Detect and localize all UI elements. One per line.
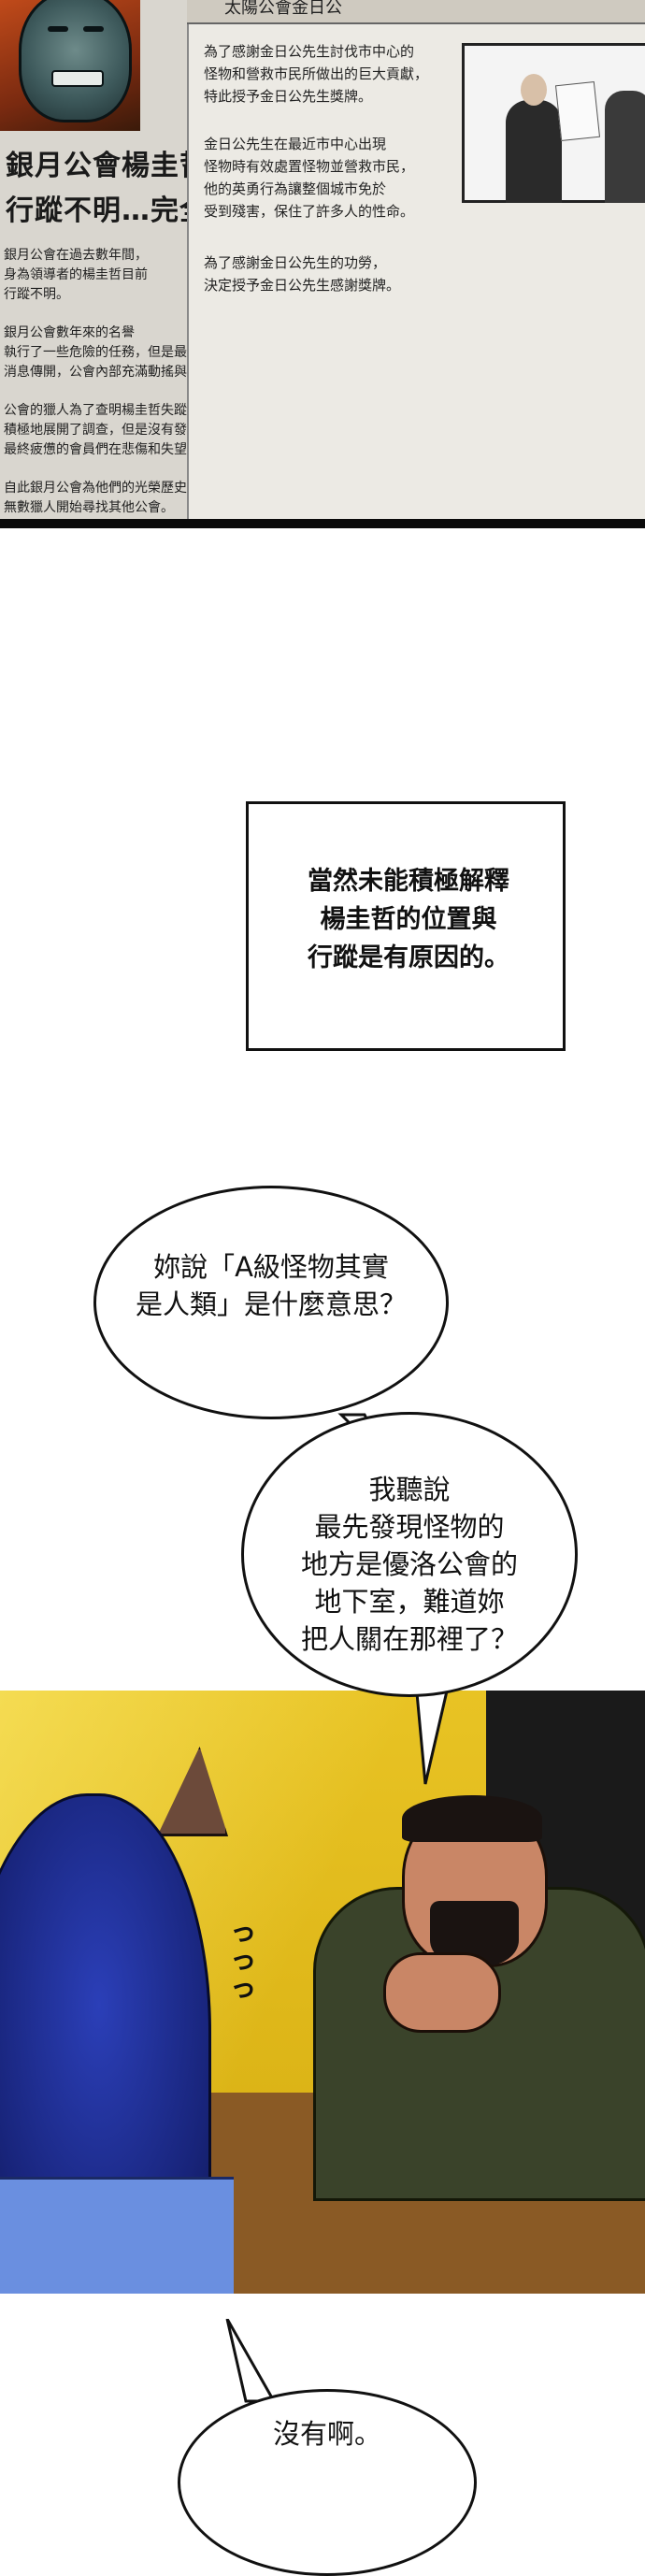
award-photo [462,43,645,203]
newspaper-right-line: 怪物時有效處置怪物並營救市民， [204,158,415,175]
speech-line: 地方是優洛公會的 [300,1548,518,1580]
interrogation-scene-panel: っっっ [0,1691,645,2294]
speech-text: 妳說「A級怪物其實 是人類」是什麼意思？ [96,1248,446,1323]
newspaper-right-line: 金日公先生在最近市中心出現 [204,136,387,152]
newspaper-right-line: 特此授予金日公先生獎牌。 [204,88,373,105]
speech-bubble: 我聽說 最先發現怪物的 地方是優洛公會的 地下室，難道妳 把人關在那裡了？ [241,1412,578,1697]
newspaper-text-line: 消息傳開，公會內部充滿動搖與不安。 [4,365,226,380]
speech-bubble: 妳說「A級怪物其實 是人類」是什麼意思？ [93,1186,449,1419]
portrait-mouth [51,70,104,87]
newspaper-text-line: 身為領導者的楊圭哲目前 [4,267,148,282]
newspaper-text-line: 無數獵人開始尋找其他公會。 [4,500,174,515]
newspaper-right-line: 他的英勇行為讓整個城市免於 [204,180,387,197]
man-clasped-hands [383,1952,501,2033]
speech-line: 最先發現怪物的 [314,1511,505,1543]
newspaper-right-title: 太陽公會金日公 [224,0,342,18]
newspaper-text-line: 銀月公會數年來的名譽 [4,325,135,340]
speech-bubble-tail [225,2319,277,2403]
sigh-sound-effect: っっっ [221,1920,253,2004]
portrait-eye [83,26,104,32]
photo-figure [605,91,645,203]
speech-line: 沒有啊。 [272,2418,381,2450]
newspaper-right-line: 決定授予金日公先生感謝獎牌。 [204,277,401,294]
newspaper-headline: 行蹤不明…完全 [6,194,208,227]
man-hair [402,1795,542,1842]
newspaper-right-line: 受到殘害，保住了許多人的性命。 [204,203,415,220]
portrait-face [19,0,132,122]
narration-box: 當然未能積極解釋 楊圭哲的位置與 行蹤是有原因的。 [246,801,566,1051]
photo-certificate [554,80,601,142]
speech-line: 我聽說 [368,1474,451,1505]
speech-bubble: 沒有啊。 [178,2389,477,2576]
speech-line: 地下室，難道妳 [314,1586,505,1618]
narration-line: 行蹤是有原因的。 [308,943,509,972]
photo-figure-head [521,74,547,106]
newspaper-text-line: 行蹤不明。 [4,287,69,302]
newspaper-text-line: 銀月公會在過去數年間， [4,248,148,263]
narration-line: 當然未能積極解釋 [308,867,509,896]
newspaper-right-line: 怪物和營救市民所做出的巨大貢獻， [204,65,429,82]
newspaper-right-line: 為了感謝金日公先生的功勞， [204,254,387,271]
speech-line: 是人類」是什麼意思？ [135,1288,407,1320]
newspaper-right-line: 為了感謝金日公先生討伐市中心的 [204,43,415,60]
speech-text: 我聽說 最先發現怪物的 地方是優洛公會的 地下室，難道妳 把人關在那裡了？ [244,1471,575,1658]
speech-line: 把人關在那裡了？ [300,1623,518,1655]
photo-figure [506,100,562,203]
newspaper-right-header [187,0,645,24]
newspaper-panel: 銀月公會楊圭哲 行蹤不明…完全 銀月公會在過去數年間， 身為領導者的楊圭哲目前 … [0,0,645,528]
girl-shirt [0,2177,234,2294]
speech-line: 妳說「A級怪物其實 [153,1251,389,1283]
speech-bubble-tail [414,1683,451,1785]
portrait-image [0,0,140,131]
portrait-eye [48,26,68,32]
panel-border [0,519,645,528]
newspaper-headline: 銀月公會楊圭哲 [6,150,208,182]
narration-line: 楊圭哲的位置與 [320,905,497,934]
narration-text: 當然未能積極解釋 楊圭哲的位置與 行蹤是有原因的。 [249,862,568,977]
